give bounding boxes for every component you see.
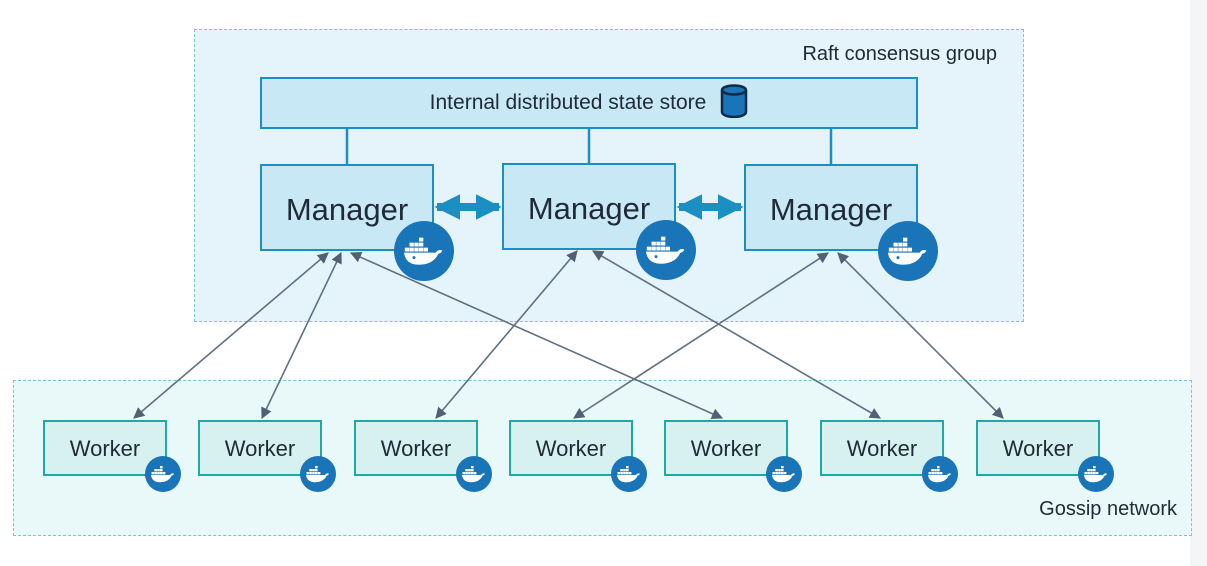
- worker-link-7: [837, 252, 1004, 419]
- manager-label: Manager: [527, 191, 651, 226]
- worker-link-5: [592, 250, 881, 419]
- worker-label: Worker: [846, 436, 918, 461]
- manager-node-2: Manager: [502, 163, 696, 280]
- worker-label: Worker: [69, 436, 141, 461]
- manager-node-3: Manager: [744, 164, 938, 281]
- raft-group-label: Raft consensus group: [802, 43, 997, 65]
- docker-whale-icon: [636, 220, 696, 280]
- docker-whale-icon: [1078, 456, 1114, 492]
- right-edge-strip: [1190, 0, 1207, 566]
- docker-whale-icon: [878, 221, 938, 281]
- docker-whale-icon: [922, 456, 958, 492]
- docker-whale-icon: [456, 456, 492, 492]
- worker-link-4: [435, 250, 578, 419]
- docker-whale-icon: [611, 456, 647, 492]
- worker-node-4: Worker: [509, 420, 647, 492]
- worker-label: Worker: [224, 436, 296, 461]
- state-store-label: Internal distributed state store: [429, 91, 707, 114]
- worker-link-1: [133, 252, 329, 419]
- docker-whale-icon: [145, 456, 181, 492]
- docker-whale-icon: [394, 221, 454, 281]
- worker-node-7: Worker: [976, 420, 1114, 492]
- worker-node-5: Worker: [664, 420, 802, 492]
- worker-label: Worker: [535, 436, 607, 461]
- worker-label: Worker: [380, 436, 452, 461]
- gossip-network-label: Gossip network: [1039, 498, 1177, 520]
- worker-node-3: Worker: [354, 420, 492, 492]
- database-icon: [720, 83, 748, 123]
- state-store: Internal distributed state store: [260, 77, 918, 129]
- worker-node-1: Worker: [43, 420, 181, 492]
- worker-label: Worker: [690, 436, 762, 461]
- manager-node-1: Manager: [260, 164, 454, 281]
- manager-label: Manager: [769, 192, 893, 227]
- docker-whale-icon: [766, 456, 802, 492]
- worker-node-6: Worker: [820, 420, 958, 492]
- worker-link-6: [573, 252, 829, 419]
- worker-label: Worker: [1002, 436, 1074, 461]
- docker-whale-icon: [300, 456, 336, 492]
- worker-link-2: [261, 251, 342, 420]
- worker-node-2: Worker: [198, 420, 336, 492]
- manager-label: Manager: [285, 192, 409, 227]
